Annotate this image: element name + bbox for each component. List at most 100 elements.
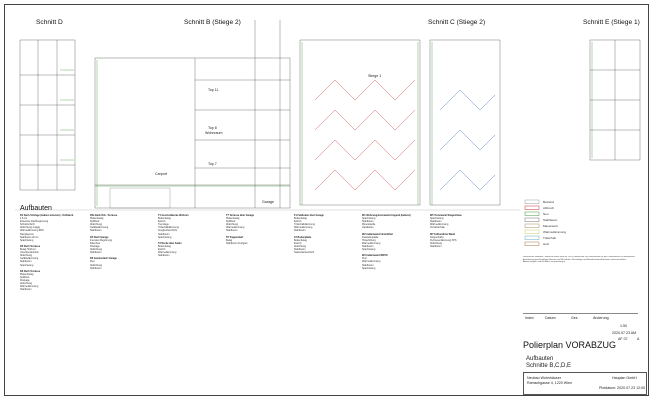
build-up-layer: Noppenbahn xyxy=(430,235,444,239)
build-up-title: F1 Fußboden über Garage xyxy=(294,214,324,217)
build-up-layer: Wärmedämmung xyxy=(294,226,313,230)
aufbauten-heading: Aufbauten xyxy=(20,205,52,212)
title-block: Neubau Wohnhäuser Ramschgasse 4, 1220 Wi… xyxy=(523,372,647,395)
build-up-layer: Dampfsperre xyxy=(20,232,34,236)
legend-swatch xyxy=(524,229,540,234)
rev-header-date: Datum xyxy=(545,316,556,320)
rev-header-drawn: Gez. xyxy=(571,316,579,320)
build-up-layer: Stahlbeton xyxy=(430,220,442,224)
build-up-layer: Wärmedämmung xyxy=(362,241,381,245)
legend-label: Abbruch xyxy=(543,206,555,210)
build-up-layer: Estrich xyxy=(294,241,302,245)
build-up-layer: Stahlbeton xyxy=(90,251,102,255)
build-up-layer: Abdichtung xyxy=(20,254,32,258)
build-up-layer: Bodenbelag xyxy=(158,244,171,248)
build-up-layer: Putz xyxy=(362,257,367,261)
section-d xyxy=(19,39,76,191)
build-up-layer: Spachtelung xyxy=(20,238,34,242)
build-up-title: W3 Außenwand WDVS xyxy=(362,254,388,258)
build-up-layer: Abdichtung xyxy=(430,241,442,245)
stamp-polierplan: Polierplan VORABZUG xyxy=(523,340,617,350)
build-up-layer: Spachtelung xyxy=(430,217,444,221)
sheet-index: A xyxy=(637,337,640,341)
build-up-column: D1 Dach Schräge (bekiest extensiv) - Küh… xyxy=(20,214,84,392)
build-up-layer: Stahlbeton xyxy=(20,260,32,264)
build-up-layer: Filtervlies xyxy=(90,241,101,245)
build-up-layer: Stahlbeton xyxy=(20,288,32,292)
legend-label: Holz xyxy=(543,242,550,246)
build-up-layer: Splittbett xyxy=(226,220,236,224)
build-up-title: D3 Dach Terrasse xyxy=(20,269,41,273)
plot-date: 2020.07.23 AM xyxy=(612,331,637,335)
build-up-layer: Fassadenplatte xyxy=(362,235,379,239)
build-up-layer: Stahlbeton xyxy=(90,266,102,270)
build-up-layer: Mineralwolle xyxy=(362,223,376,227)
build-up-layer: Stahlbeton xyxy=(158,232,170,236)
build-up-layer: Schutzschicht xyxy=(20,223,35,227)
build-up-layer: Stahlbeton xyxy=(362,244,374,248)
build-up-layer: Ausgleichsschicht xyxy=(158,229,178,233)
section-b xyxy=(94,20,291,209)
drawing-title: Aufbauten xyxy=(526,356,554,362)
build-up-layer: Stahlbeton xyxy=(158,254,170,258)
label-top8: Top 8 xyxy=(208,126,217,130)
build-up-layer: Wärmedämmung xyxy=(430,223,449,227)
build-up-layer: Abdichtung xyxy=(90,223,102,227)
build-up-layer: Wärmedämmung xyxy=(362,260,381,264)
build-up-title: W2 Außenwand hinterlüftet xyxy=(362,232,393,236)
build-up-layer: Abdichtung xyxy=(226,223,238,227)
build-up-layer: Trennlage xyxy=(158,223,169,227)
build-up-layer: Sauberkeitsschicht xyxy=(294,251,315,255)
section-b-outline xyxy=(94,57,291,209)
build-up-title: W7 Erdberührte Wand xyxy=(430,232,456,236)
section-e xyxy=(589,39,641,161)
build-up-layer: Stahlbeton xyxy=(90,229,102,233)
build-up-layer: Abdichtung 2-lagig xyxy=(20,226,40,230)
build-up-layer: Spachtelung xyxy=(20,263,34,267)
label-garage: Garage xyxy=(262,200,274,204)
scale: 1:50 xyxy=(620,324,627,328)
section-center xyxy=(299,39,421,206)
general-notes: Wesentliche Hinweise: Sämtliche Maße sin… xyxy=(523,256,636,264)
build-up-layer: Stahlbeton xyxy=(430,244,442,248)
build-up-layer: Plattenbelag xyxy=(90,217,104,221)
legend-swatch xyxy=(524,223,540,228)
section-title-b: Schnitt B (Stiege 2) xyxy=(184,19,241,26)
legend-label: Neu xyxy=(543,212,549,216)
label-carport: Carport xyxy=(155,172,167,176)
section-d-outline xyxy=(19,39,76,191)
build-up-layer: Wärmedämmung xyxy=(226,226,245,230)
legend-swatch xyxy=(524,205,540,210)
build-up-layer: Belag xyxy=(226,238,233,242)
build-up-layer: Bodenbelag xyxy=(294,238,307,242)
build-up-column: W1 Wohnungstrennwand tragend (bekiest)Sp… xyxy=(362,214,426,392)
build-up-layer: Belag Holzrost xyxy=(20,248,36,252)
build-up-layer: Abdichtung xyxy=(90,248,102,252)
build-up-layer: Plattenbelag xyxy=(226,217,240,221)
build-up-layer: Estrich xyxy=(294,220,302,224)
build-up-layer: Plattenbelag xyxy=(20,272,34,276)
build-up-layer: Intensive Begrünung xyxy=(90,238,112,242)
build-up-layer: Bodenbelag xyxy=(158,217,171,221)
build-up-layer: Abdichtung xyxy=(20,282,32,286)
project-name: Neubau Wohnhäuser xyxy=(527,376,561,380)
build-up-layer: Trittschalldämmung xyxy=(158,226,179,230)
build-up-layer: Trittschalldämmung xyxy=(294,223,315,227)
label-stiege1: Stiege 1 xyxy=(368,74,382,78)
legend-swatch xyxy=(524,211,540,216)
build-up-title: W1 Wohnungstrennwand tragend (bekiest) xyxy=(362,214,411,217)
drawing-subtitle: Schnitte B,C,D,E xyxy=(526,363,572,369)
build-up-layer: Estrich xyxy=(158,248,166,252)
build-up-layer: Kies xyxy=(90,260,95,264)
label-top11: Top 11 xyxy=(208,88,219,92)
build-up-layer: Stahlbeton xyxy=(294,248,306,252)
legend-swatch xyxy=(524,241,540,246)
build-up-title: T8 Treppenlauf xyxy=(226,235,244,239)
label-wohnraum: Wohnraum xyxy=(205,131,223,135)
section-title-c: Schnitt C (Stiege 2) xyxy=(428,19,486,26)
legend-label: Wärmedämmung xyxy=(543,230,566,234)
section-title-d: Schnitt D xyxy=(36,19,63,26)
